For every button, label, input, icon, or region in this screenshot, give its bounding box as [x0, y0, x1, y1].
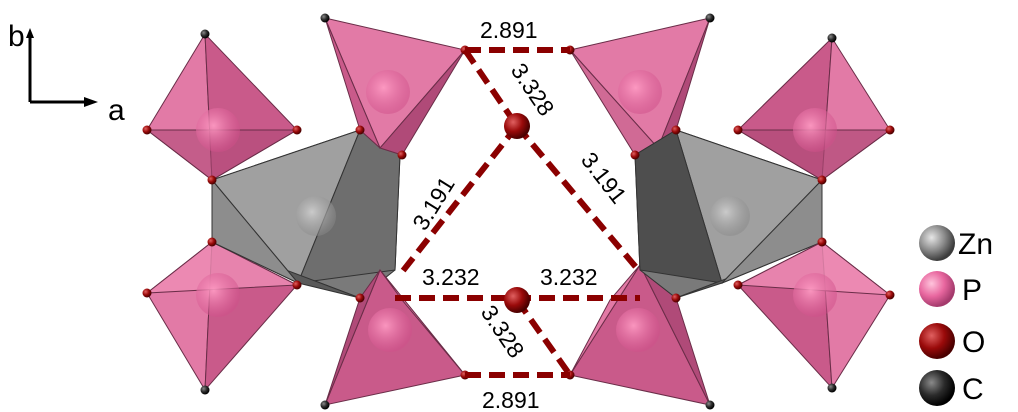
legend: Zn P O C [919, 225, 993, 406]
legend-p-label: P [962, 274, 982, 307]
legend-o-label: O [962, 326, 985, 359]
distance-label-left-horizontal: 3.232 [422, 264, 480, 290]
central-oxygen-atom-upper [504, 113, 530, 139]
phosphate-tetrahedron-upper-left [145, 32, 299, 182]
distance-label-right-diagonal: 3.191 [576, 147, 632, 208]
distance-label-bottom: 2.891 [482, 387, 540, 412]
phosphate-tetrahedron-top-center-left [324, 17, 466, 156]
carbon-vertex-atoms [200, 13, 837, 410]
legend-zn-swatch [919, 225, 955, 261]
distance-label-left-diagonal: 3.191 [407, 172, 460, 235]
phosphate-tetrahedron-lower-left [145, 240, 299, 392]
distance-label-upper-diagonal: 3.328 [506, 58, 560, 120]
legend-o-swatch [919, 323, 955, 359]
arrow-right-icon [84, 97, 98, 107]
legend-c-swatch [919, 370, 955, 406]
arrow-up-icon [26, 28, 34, 38]
legend-c-label: C [962, 373, 984, 406]
distance-label-top: 2.891 [480, 17, 538, 43]
axis-indicator: b a [8, 20, 125, 127]
phosphate-tetrahedron-bottom-center-right [569, 263, 711, 406]
axis-label-b: b [8, 20, 25, 53]
phosphate-tetrahedron-upper-right [736, 36, 892, 182]
legend-zn-label: Zn [958, 228, 993, 261]
axis-label-a: a [108, 94, 125, 127]
phosphate-tetrahedron-top-center-right [569, 17, 711, 156]
distance-label-right-horizontal: 3.232 [540, 264, 598, 290]
legend-p-swatch [919, 271, 955, 307]
phosphate-tetrahedron-lower-right [736, 240, 892, 390]
zinc-polyhedron-left [211, 129, 401, 299]
central-oxygen-atom-lower [504, 287, 530, 313]
